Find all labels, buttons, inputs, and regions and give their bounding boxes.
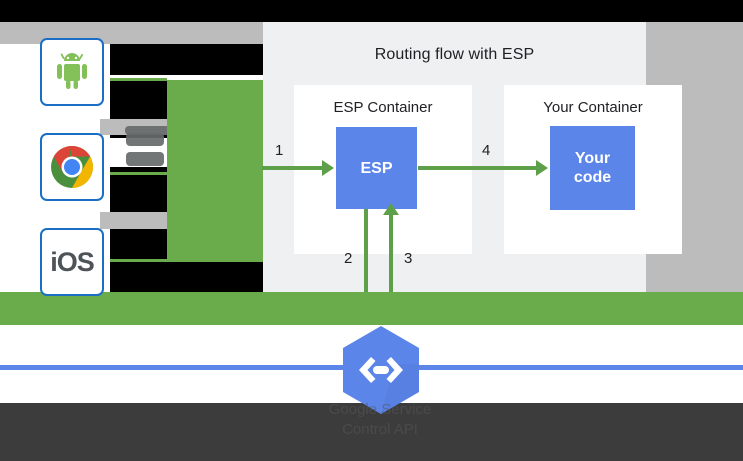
your-code-box[interactable]: Your code xyxy=(550,126,635,210)
black-occluder-4 xyxy=(110,229,167,259)
step-number-1: 1 xyxy=(275,142,284,159)
step-number-3: 3 xyxy=(404,250,413,267)
routing-flow-panel: Routing flow with ESP ESP Container Your… xyxy=(262,22,682,319)
logo-caption-line2: Control API xyxy=(342,421,418,438)
arrow-3 xyxy=(383,203,399,319)
green-block xyxy=(167,80,263,261)
step-number-2: 2 xyxy=(344,250,353,267)
gray-occluder-2 xyxy=(100,212,167,229)
arrow-4 xyxy=(418,160,548,176)
bottom-dark-band xyxy=(0,403,743,461)
green-band xyxy=(0,292,743,325)
arrow-2 xyxy=(364,209,368,319)
android-icon xyxy=(57,53,87,89)
esp-box[interactable]: ESP xyxy=(336,127,417,209)
arrow-1 xyxy=(262,160,334,176)
green-stub-ios xyxy=(110,259,263,262)
smudge-2 xyxy=(126,133,164,146)
gray-band-upper xyxy=(0,22,263,44)
client-ios[interactable]: iOS xyxy=(40,228,104,296)
green-stub-chrome xyxy=(110,172,167,175)
client-android[interactable] xyxy=(40,38,104,106)
cloud-endpoints-hexagon-icon xyxy=(343,326,419,414)
client-chrome[interactable] xyxy=(40,133,104,201)
black-occluder-1 xyxy=(110,44,263,75)
arrow-3-extension xyxy=(389,292,393,325)
your-code-label-line2: code xyxy=(573,169,612,186)
your-code-label-line1: Your xyxy=(574,150,611,167)
cloud-endpoints-logo xyxy=(340,324,422,416)
ios-label: iOS xyxy=(50,246,95,277)
top-black-band xyxy=(0,0,743,22)
arrow-2-extension xyxy=(364,292,368,325)
page-title: Routing flow with ESP xyxy=(374,46,535,63)
smudge-1 xyxy=(125,126,185,135)
your-container-title: Your Container xyxy=(543,99,643,116)
black-occluder-5 xyxy=(110,261,263,294)
esp-container-title: ESP Container xyxy=(333,99,433,116)
smudge-3 xyxy=(126,152,164,166)
esp-box-label: ESP xyxy=(360,159,393,177)
chrome-icon xyxy=(51,146,94,188)
green-stub-android xyxy=(110,78,167,81)
logo-caption-line1: Google Service xyxy=(328,401,432,418)
logo-caption: Google Service Control API xyxy=(255,400,505,440)
step-number-4: 4 xyxy=(482,142,491,159)
